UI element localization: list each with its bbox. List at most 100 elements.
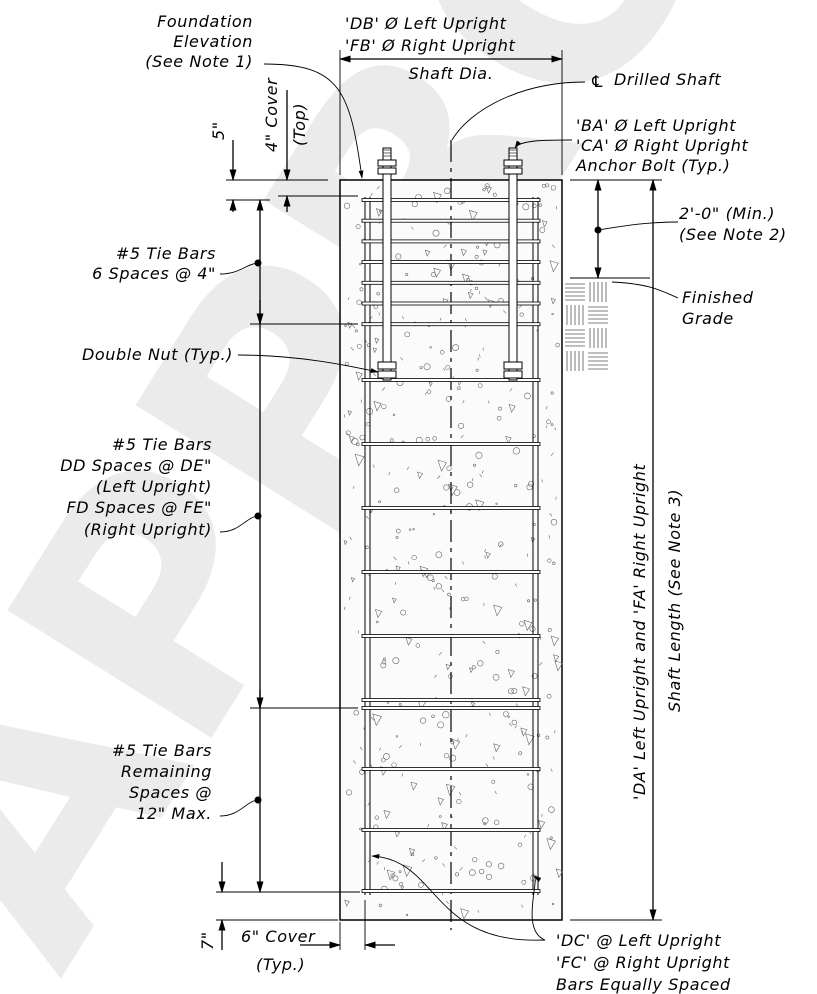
aggregate-mark bbox=[411, 554, 417, 561]
aggregate-mark bbox=[446, 465, 452, 471]
aggregate-mark bbox=[354, 453, 365, 467]
aggregate-mark bbox=[470, 701, 476, 708]
bars-label-3: Bars Equally Spaced bbox=[556, 975, 731, 994]
aggregate-mark bbox=[495, 502, 498, 505]
aggregate-mark bbox=[417, 471, 423, 480]
aggregate-mark bbox=[482, 817, 489, 824]
aggregate-mark bbox=[443, 753, 450, 759]
aggregate-mark bbox=[477, 909, 479, 913]
aggregate-mark bbox=[443, 244, 447, 248]
aggregate-mark bbox=[370, 193, 373, 197]
aggregate-mark bbox=[393, 487, 400, 493]
aggregate-mark bbox=[507, 669, 515, 679]
anchor-bolt-right bbox=[503, 147, 523, 381]
aggregate-mark bbox=[455, 872, 460, 877]
aggregate-mark bbox=[395, 528, 401, 534]
aggregate-mark bbox=[491, 779, 496, 784]
aggregate-mark bbox=[547, 558, 552, 563]
aggregate-mark bbox=[483, 822, 487, 826]
aggregate-mark bbox=[354, 329, 358, 333]
min-embed-label-1: 2'-0" (Min.) bbox=[679, 204, 775, 223]
aggregate-mark bbox=[372, 713, 382, 727]
aggregate-mark bbox=[552, 561, 556, 565]
aggregate-mark bbox=[458, 791, 462, 796]
aggregate-mark bbox=[383, 753, 390, 760]
aggregate-mark bbox=[443, 187, 451, 195]
shaft-length-label-1: 'DA' Left Upright and 'FA' Right Upright bbox=[630, 463, 649, 800]
aggregate-mark bbox=[485, 861, 492, 868]
bars-label-1: 'DC' @ Left Upright bbox=[556, 931, 721, 950]
side-cover-label-1: 6" Cover bbox=[241, 927, 316, 946]
aggregate-mark bbox=[484, 555, 486, 559]
aggregate-mark bbox=[350, 577, 356, 583]
tie-bars-bottom-label-4: 12" Max. bbox=[136, 804, 212, 823]
aggregate-mark bbox=[519, 312, 524, 317]
aggregate-mark bbox=[371, 717, 375, 721]
aggregate-mark bbox=[395, 536, 399, 539]
aggregate-mark bbox=[442, 863, 446, 867]
aggregate-mark bbox=[350, 347, 354, 351]
aggregate-mark bbox=[517, 842, 523, 848]
aggregate-mark bbox=[428, 381, 433, 387]
aggregate-mark bbox=[380, 757, 386, 763]
aggregate-mark bbox=[378, 312, 380, 316]
aggregate-mark bbox=[499, 543, 502, 548]
aggregate-mark bbox=[380, 662, 387, 669]
aggregate-mark bbox=[503, 711, 509, 717]
aggregate-mark bbox=[390, 873, 395, 878]
aggregate-mark bbox=[429, 346, 432, 349]
aggregate-mark bbox=[456, 798, 462, 805]
aggregate-mark bbox=[477, 383, 483, 389]
aggregate-mark bbox=[541, 220, 548, 228]
aggregate-mark bbox=[469, 288, 472, 293]
aggregate-mark bbox=[404, 331, 411, 338]
aggregate-mark bbox=[442, 711, 450, 719]
aggregate-mark bbox=[407, 466, 409, 470]
aggregate-mark bbox=[484, 549, 486, 553]
anchor-bolt-label-3: Anchor Bolt (Typ.) bbox=[575, 156, 730, 175]
tie-bar bbox=[361, 506, 541, 510]
anchor-bolt-left bbox=[377, 147, 397, 381]
aggregate-mark bbox=[524, 392, 531, 400]
anchor-bolt-label-2: 'CA' Ø Right Upright bbox=[576, 136, 748, 155]
aggregate-mark bbox=[392, 657, 400, 665]
aggregate-mark bbox=[458, 422, 465, 429]
aggregate-mark bbox=[372, 464, 375, 468]
leader-lines bbox=[219, 63, 679, 941]
aggregate-mark bbox=[492, 756, 495, 760]
aggregate-mark bbox=[395, 735, 398, 738]
aggregate-mark bbox=[464, 596, 469, 601]
tie-bars-mid-label-5: (Right Upright) bbox=[84, 520, 212, 539]
dimension-lines bbox=[216, 50, 662, 950]
aggregate-mark bbox=[489, 712, 491, 716]
aggregate-mark bbox=[424, 249, 431, 257]
aggregate-mark bbox=[445, 663, 451, 671]
aggregate-mark bbox=[347, 296, 350, 301]
aggregate-mark bbox=[553, 730, 556, 734]
aggregate-mark bbox=[545, 406, 548, 410]
aggregate-mark bbox=[555, 342, 560, 348]
aggregate-mark bbox=[375, 208, 383, 217]
tie-bars-mid-label-1: #5 Tie Bars bbox=[112, 435, 212, 454]
aggregate-mark bbox=[471, 665, 476, 670]
aggregate-mark bbox=[485, 551, 491, 559]
aggregate-mark bbox=[523, 619, 533, 632]
tie-bars-top-label-1: #5 Tie Bars bbox=[116, 244, 216, 263]
tie-bar bbox=[361, 198, 541, 202]
aggregate-mark bbox=[435, 551, 443, 558]
aggregate-mark bbox=[411, 226, 414, 230]
aggregate-mark bbox=[527, 599, 531, 603]
aggregate-mark bbox=[477, 660, 484, 667]
aggregate-mark bbox=[512, 447, 520, 455]
aggregate-mark bbox=[476, 245, 479, 249]
aggregate-mark bbox=[410, 852, 415, 857]
aggregate-mark bbox=[427, 823, 430, 828]
tie-bar bbox=[361, 378, 541, 382]
aggregate-mark bbox=[462, 561, 464, 565]
aggregate-mark bbox=[521, 879, 527, 885]
aggregate-mark bbox=[425, 437, 430, 442]
aggregate-mark bbox=[359, 827, 362, 831]
aggregate-mark bbox=[392, 875, 399, 882]
aggregate-mark bbox=[398, 702, 402, 706]
aggregate-mark bbox=[359, 746, 363, 751]
